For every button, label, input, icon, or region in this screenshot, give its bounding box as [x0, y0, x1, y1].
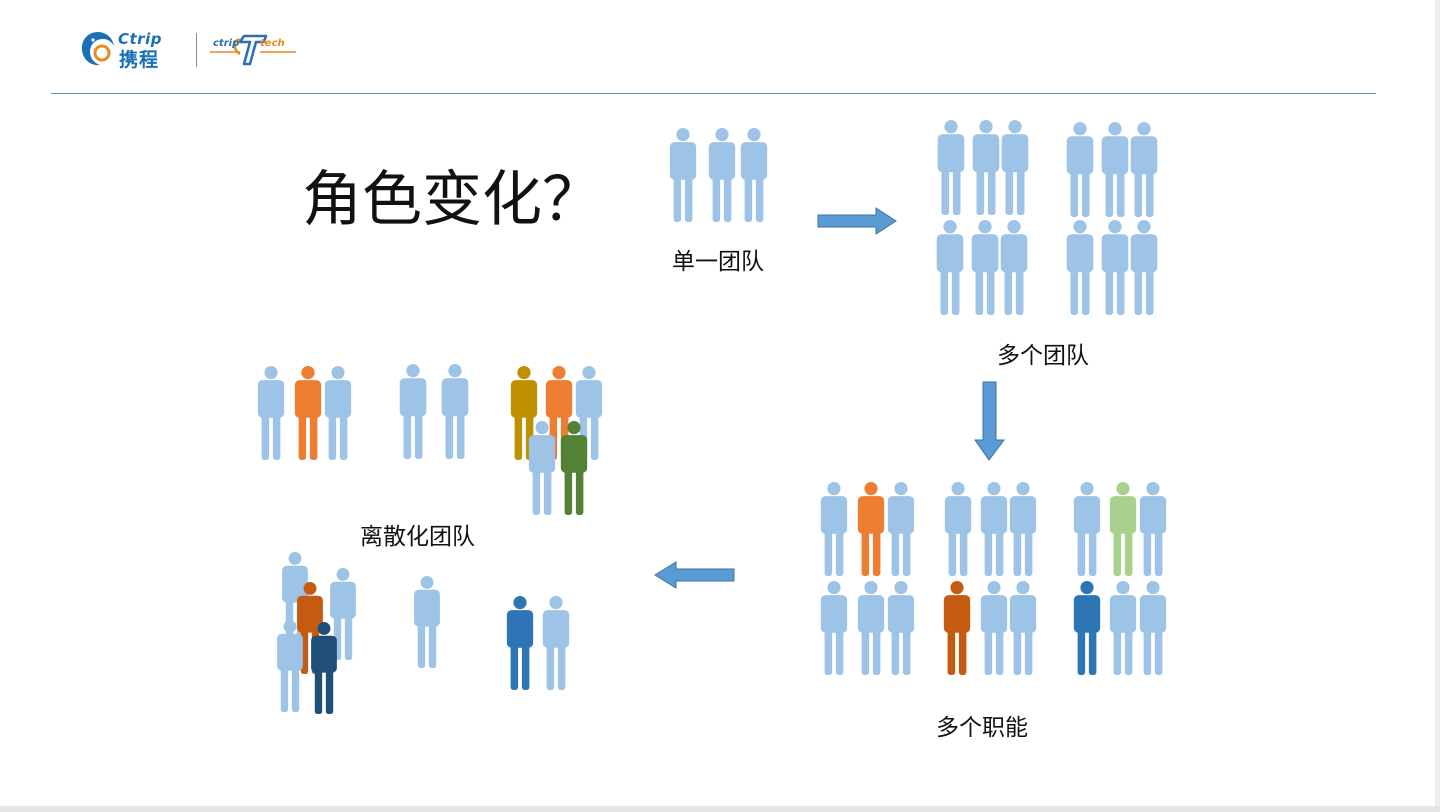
person-icon — [936, 220, 964, 315]
person-icon — [857, 581, 885, 675]
label-decentralized-teams: 离散化团队 — [360, 524, 475, 550]
person-icon — [857, 482, 885, 576]
person-icon — [324, 366, 352, 460]
person-icon — [1066, 220, 1094, 315]
label-single-team: 单一团队 — [672, 249, 764, 275]
arrow-right-icon — [817, 207, 897, 235]
person-icon — [294, 366, 322, 460]
person-icon — [277, 620, 303, 712]
tech-logo-left: ctrip — [213, 38, 240, 49]
person-icon — [1073, 581, 1101, 675]
person-icon — [1009, 482, 1037, 576]
dolphin-icon — [81, 32, 114, 66]
person-icon — [1101, 121, 1129, 217]
arrow-down-icon — [974, 381, 1005, 461]
person-icon — [971, 220, 999, 315]
right-edge-bar — [1435, 0, 1440, 812]
ctrip-logo: Ctrip 携程 — [78, 28, 188, 71]
person-icon — [1109, 482, 1137, 576]
label-multiple-functions: 多个职能 — [936, 715, 1028, 741]
person-icon — [528, 421, 556, 515]
person-icon — [1109, 581, 1137, 675]
logo-divider — [196, 33, 197, 67]
person-icon — [1101, 220, 1129, 315]
person-icon — [937, 120, 965, 215]
person-icon — [399, 364, 427, 459]
ct-emblem-icon — [210, 34, 296, 66]
person-icon — [1009, 581, 1037, 675]
person-icon — [944, 482, 972, 576]
person-icon — [257, 366, 285, 460]
person-icon — [708, 128, 736, 222]
person-icon — [1130, 220, 1158, 315]
person-icon — [1073, 482, 1101, 576]
person-icon — [669, 128, 697, 222]
person-icon — [1001, 120, 1029, 215]
person-icon — [506, 596, 534, 690]
person-icon — [311, 622, 337, 714]
person-icon — [980, 482, 1008, 576]
person-icon — [820, 581, 848, 675]
person-icon — [740, 128, 768, 222]
header-rule — [51, 93, 1376, 94]
logo-chinese: 携程 — [119, 49, 160, 71]
person-icon — [1139, 581, 1167, 675]
label-multiple-teams: 多个团队 — [997, 343, 1089, 369]
person-icon — [560, 421, 588, 515]
logo-english: Ctrip — [118, 30, 162, 48]
person-icon — [510, 366, 538, 460]
person-icon — [887, 482, 915, 576]
ctrip-tech-logo: ctrip tech — [210, 28, 300, 70]
person-icon — [414, 576, 440, 668]
person-icon — [1066, 121, 1094, 217]
person-icon — [972, 120, 1000, 215]
person-icon — [980, 581, 1008, 675]
bottom-edge-bar — [0, 806, 1440, 812]
person-icon — [887, 581, 915, 675]
person-icon — [1130, 121, 1158, 217]
tech-logo-right: tech — [260, 38, 285, 49]
slide-title: 角色变化？ — [302, 165, 602, 235]
person-icon — [943, 581, 971, 675]
person-icon — [1139, 482, 1167, 576]
person-icon — [1000, 220, 1028, 315]
person-icon — [542, 596, 570, 690]
person-icon — [441, 364, 469, 459]
person-icon — [820, 482, 848, 576]
arrow-left-icon — [654, 561, 735, 589]
